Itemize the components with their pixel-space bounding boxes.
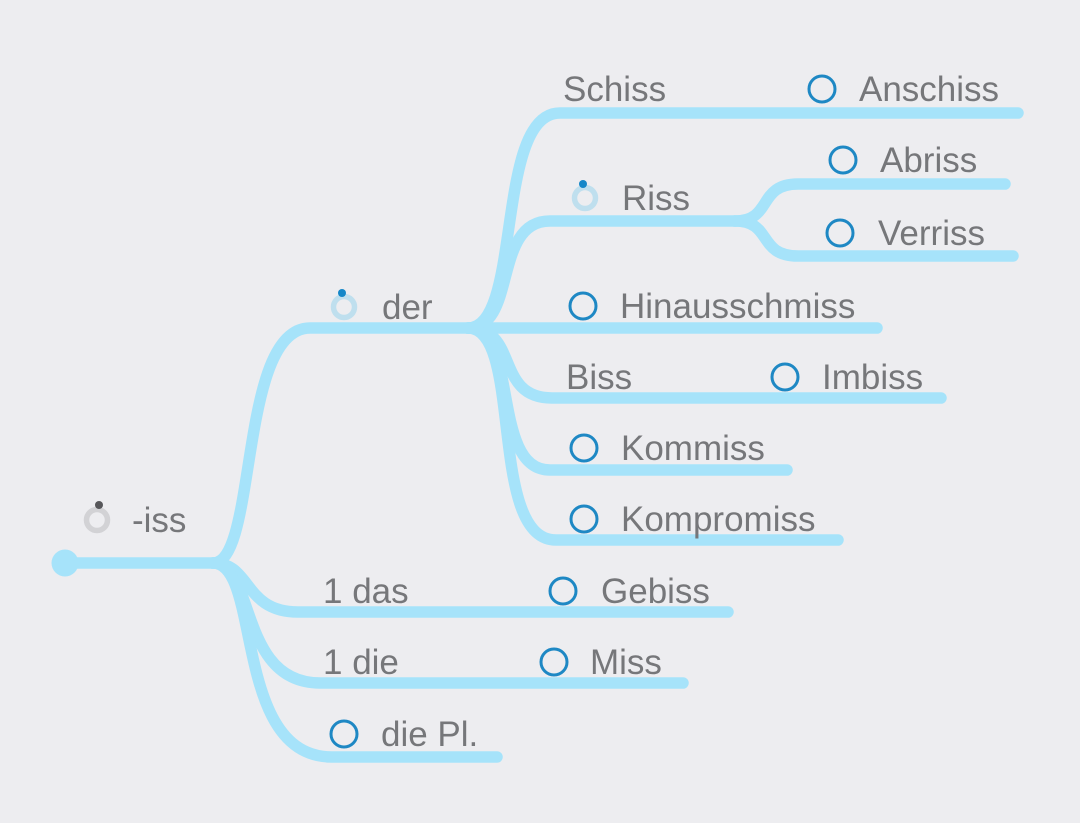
- task-circle-icon[interactable]: [548, 576, 578, 606]
- root-anchor-dot: [51, 549, 79, 577]
- branch-diepl: [207, 557, 503, 763]
- node-label-root[interactable]: -iss: [132, 501, 186, 540]
- node-label-miss[interactable]: Miss: [590, 643, 662, 682]
- node-label-hinausschmiss[interactable]: Hinausschmiss: [620, 287, 855, 326]
- node-1das: 1 das: [323, 572, 409, 611]
- task-circle-icon[interactable]: [569, 433, 599, 463]
- progress-ring-icon: [571, 180, 599, 212]
- task-circle-icon[interactable]: [825, 218, 855, 248]
- node-label-diepl[interactable]: die Pl.: [381, 715, 478, 754]
- progress-ring-icon: [83, 501, 111, 534]
- node-diepl: die Pl.: [329, 715, 478, 754]
- branch-verriss: [729, 215, 1019, 262]
- node-imbiss: Imbiss: [770, 358, 923, 397]
- branch-der-hinausschmiss: [207, 322, 883, 569]
- task-circle-icon[interactable]: [539, 647, 569, 677]
- task-circle-icon[interactable]: [770, 362, 800, 392]
- task-circle-icon[interactable]: [329, 719, 359, 749]
- task-circle-icon[interactable]: [569, 504, 599, 534]
- node-abriss: Abriss: [828, 141, 977, 180]
- node-schiss: Schiss: [563, 70, 666, 109]
- node-biss: Biss: [566, 358, 632, 397]
- node-riss: Riss: [571, 179, 690, 218]
- node-label-der[interactable]: der: [382, 288, 433, 327]
- node-hinausschmiss: Hinausschmiss: [568, 287, 855, 326]
- node-miss: Miss: [539, 643, 662, 682]
- node-label-kommiss[interactable]: Kommiss: [621, 429, 765, 468]
- node-label-1die[interactable]: 1 die: [323, 643, 399, 682]
- branch-riss: [462, 215, 741, 334]
- node-label-abriss[interactable]: Abriss: [880, 141, 977, 180]
- node-label-verriss[interactable]: Verriss: [878, 214, 985, 253]
- node-label-gebiss[interactable]: Gebiss: [601, 572, 710, 611]
- progress-ring-icon: [330, 289, 358, 321]
- node-anschiss: Anschiss: [807, 70, 999, 109]
- node-kommiss: Kommiss: [569, 429, 765, 468]
- node-gebiss: Gebiss: [548, 572, 710, 611]
- node-verriss: Verriss: [825, 214, 985, 253]
- node-label-anschiss[interactable]: Anschiss: [859, 70, 999, 109]
- node-label-biss[interactable]: Biss: [566, 358, 632, 397]
- node-label-kompromiss[interactable]: Kompromiss: [621, 500, 815, 539]
- task-circle-icon[interactable]: [828, 145, 858, 175]
- node-label-imbiss[interactable]: Imbiss: [822, 358, 923, 397]
- task-circle-icon[interactable]: [807, 74, 837, 104]
- node-kompromiss: Kompromiss: [569, 500, 815, 539]
- node-1die: 1 die: [323, 643, 399, 682]
- node-root: -iss: [83, 501, 186, 540]
- node-der: der: [330, 288, 433, 327]
- node-label-riss[interactable]: Riss: [622, 179, 690, 218]
- branches: [51, 107, 1024, 763]
- node-label-schiss[interactable]: Schiss: [563, 70, 666, 109]
- node-label-1das[interactable]: 1 das: [323, 572, 409, 611]
- task-circle-icon[interactable]: [568, 291, 598, 321]
- branch-kompromiss: [462, 322, 844, 546]
